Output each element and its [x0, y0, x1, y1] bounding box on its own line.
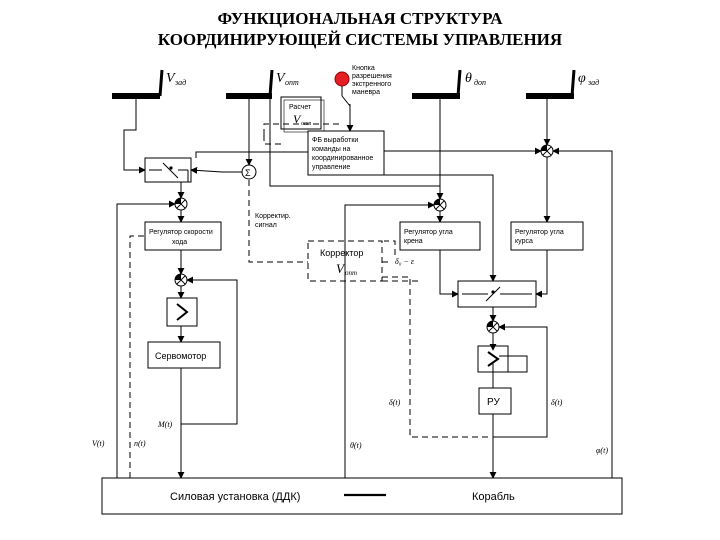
label-V-t: V(t) [92, 439, 105, 448]
setter-v-opt[interactable]: V опт [226, 69, 299, 99]
setter-phi-zad[interactable]: φ зад [526, 69, 599, 99]
plant-block[interactable]: Силовая установка (ДДК) Корабль [101, 477, 623, 515]
svg-text:Σ: Σ [245, 168, 251, 178]
rudder-switch-block[interactable] [457, 280, 537, 308]
svg-text:хода: хода [172, 239, 187, 246]
speed-switch-block[interactable] [144, 157, 192, 183]
svg-text:маневра: маневра [352, 89, 380, 96]
svg-text:Кнопка: Кнопка [352, 65, 375, 72]
v-opt-symbol: V [276, 71, 286, 86]
svg-text:Корректир.: Корректир. [255, 213, 291, 220]
calc-vopt-block[interactable]: Расчет V опт [280, 96, 325, 133]
svg-text:разрешения: разрешения [352, 73, 392, 80]
label-phi-t: φ(t) [596, 446, 608, 455]
amplifier-left-block[interactable] [166, 297, 198, 327]
label-n-t: n(t) [134, 439, 146, 448]
title-line-2: КООРДИНИРУЮЩЕЙ СИСТЕМЫ УПРАВЛЕНИЯ [157, 30, 563, 49]
svg-text:Регулятор скорости: Регулятор скорости [149, 229, 213, 236]
ship-label: Корабль [472, 491, 515, 503]
comparator-course [540, 144, 554, 158]
v-zad-subscript: зад [174, 78, 186, 87]
comparator-speed-2 [174, 273, 188, 287]
emergency-button[interactable] [334, 71, 351, 112]
svg-text:ФБ выработки: ФБ выработки [312, 136, 358, 144]
svg-text:Корректор: Корректор [320, 248, 363, 258]
svg-text:Регулятор угла: Регулятор угла [515, 229, 564, 236]
label-delta-1: δ(t) [389, 398, 401, 407]
svg-text:курса: курса [515, 238, 533, 245]
comparator-roll [433, 198, 447, 212]
button-caption: Кнопка разрешения экстренного маневра [352, 65, 392, 96]
roll-regulator-block[interactable]: Регулятор угла крена [399, 221, 481, 251]
svg-text:опт: опт [345, 269, 357, 277]
svg-text:крена: крена [404, 238, 423, 245]
theta-dop-subscript: доп [474, 78, 486, 87]
sum-node: Σ [241, 164, 257, 180]
svg-text:сигнал: сигнал [255, 222, 277, 229]
phi-zad-subscript: зад [587, 78, 599, 87]
svg-text:Расчет: Расчет [289, 104, 312, 111]
svg-text:Регулятор угла: Регулятор угла [404, 229, 453, 236]
ru-block[interactable]: РУ [478, 387, 512, 415]
svg-text:Сервомотор: Сервомотор [155, 351, 206, 361]
svg-text:управление: управление [312, 164, 350, 171]
title-line-1: ФУНКЦИОНАЛЬНАЯ СТРУКТУРА [217, 9, 503, 28]
label-theta-t: θ(t) [350, 441, 362, 450]
svg-text:команды на: команды на [312, 146, 351, 153]
comparator-rudder-1 [486, 320, 500, 334]
servomotor-block[interactable]: Сервомотор [147, 341, 221, 369]
svg-text:экстренного: экстренного [352, 81, 391, 88]
svg-text:РУ: РУ [487, 397, 500, 408]
label-delta-2: δ(t) [551, 398, 563, 407]
label-M-t: M(t) [157, 420, 173, 429]
svg-text:координированное: координированное [312, 155, 373, 162]
delta-eps-label: δ₀ − ε [395, 257, 415, 266]
power-plant-label: Силовая установка (ДДК) [170, 491, 300, 503]
fb-command-block[interactable]: ФБ выработки команды на координированное… [307, 130, 385, 176]
page-title: ФУНКЦИОНАЛЬНАЯ СТРУКТУРА КООРДИНИРУЮЩЕЙ … [0, 8, 720, 50]
corr-signal-label: Корректир. сигнал [255, 213, 291, 229]
v-opt-subscript: опт [285, 78, 299, 87]
speed-regulator-block[interactable]: Регулятор скорости хода [144, 221, 222, 251]
svg-text:V: V [293, 112, 302, 126]
svg-text:V: V [336, 261, 346, 276]
theta-dop-symbol: θ [465, 71, 472, 86]
v-zad-symbol: V [166, 71, 176, 86]
setter-theta-dop[interactable]: θ доп [412, 69, 486, 99]
comparator-speed-1 [174, 197, 188, 211]
course-regulator-block[interactable]: Регулятор угла курса [510, 221, 584, 251]
setter-v-zad[interactable]: V зад [112, 69, 186, 99]
phi-zad-symbol: φ [578, 71, 586, 86]
